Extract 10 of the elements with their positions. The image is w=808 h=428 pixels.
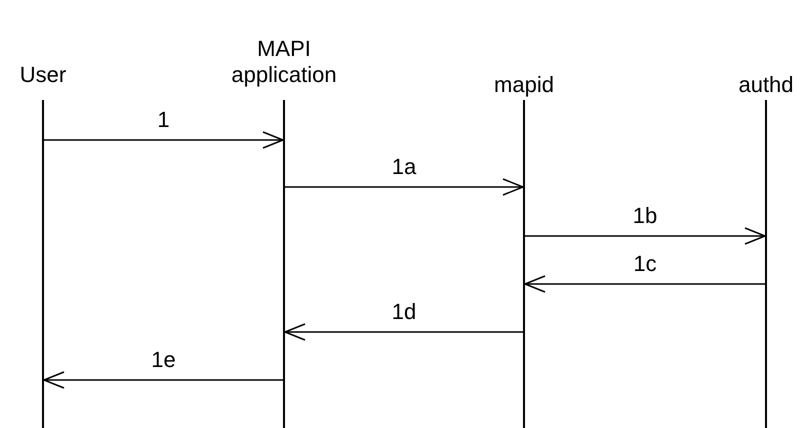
message-arrow [524,275,765,293]
lifeline-header: mapid [493,72,555,98]
lifeline-header: MAPI application [230,36,338,88]
message-arrow [43,371,283,389]
lifeline-header: User [18,62,68,88]
message-arrow [284,323,523,341]
message-arrow [285,178,524,196]
message-arrow [44,131,284,149]
message-arrow [525,227,766,245]
lifeline-header: authd [737,72,795,98]
